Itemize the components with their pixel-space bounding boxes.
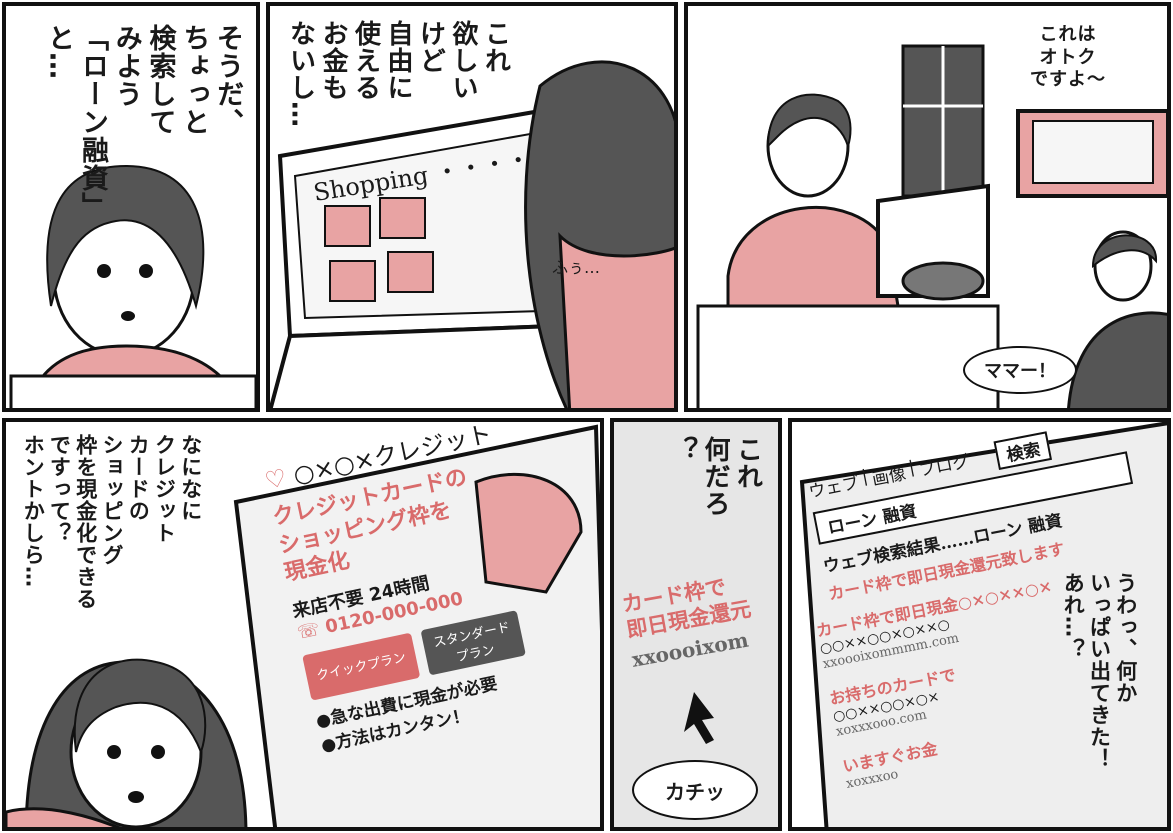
- panel-6-speech: うわっ、何か いっぱい出てきた！ あれ…？: [1060, 572, 1139, 822]
- speech-line: これ: [480, 20, 511, 74]
- tab-images[interactable]: 画像: [870, 464, 908, 491]
- standard-plan-button[interactable]: スタンダード プラン: [420, 609, 526, 676]
- speech-line: 枠を現金化できる: [73, 434, 98, 610]
- child-call-bubble: ママー！: [963, 346, 1077, 394]
- panel-5-click-link: これ 何だろ ？ カード枠で 即日現金還元 xxoooixom カチッ: [610, 418, 782, 831]
- speech-line: これは: [1039, 24, 1097, 45]
- speech-line: ちょっと: [178, 24, 210, 136]
- speech-line: 検索して: [144, 24, 176, 136]
- speech-line: ホントかしら…: [21, 434, 46, 588]
- panel-2-laptop-shopping: Shopping ・・・・ ふぅ… これ 欲しい けど 自由に 使える お金も …: [266, 2, 678, 412]
- speech-line: クレジット: [152, 434, 177, 544]
- panel-5-speech: これ 何だろ ？: [666, 436, 764, 586]
- panel-3-living-room: これは オトク ですよ〜 ママー！: [684, 2, 1171, 412]
- speech-line: ですって？: [47, 434, 72, 544]
- results-list: カード枠で即日現金○×○××○× ○○××○○×○××○ xxoooixommm…: [814, 576, 1054, 792]
- woman-face-illustration: [9, 164, 256, 408]
- panel-4-speech: なになに クレジット カードの ショッピング 枠を現金化できる ですって？ ホン…: [20, 434, 204, 694]
- panel-1-woman-thinking: そうだ、 ちょっと 検索して みよう 「ローン融資」 と…: [2, 2, 260, 412]
- speech-line: みよう: [110, 24, 142, 108]
- speech-line: うわっ、何か: [1113, 572, 1138, 704]
- speech-line: 自由に: [383, 20, 413, 101]
- speech-line: 何だろ: [700, 436, 730, 517]
- speech-line: ですよ〜: [1030, 69, 1106, 90]
- room-illustration: [696, 44, 1167, 408]
- speech-line: いっぱい出てきた！: [1087, 572, 1112, 770]
- panel-6-search-results: ウェブ | 画像 | ブログ 検索 ローン 融資 ウェブ検索結果……ローン 融資…: [788, 418, 1171, 831]
- speech-line: ないし…: [285, 20, 316, 128]
- cursor-arrow-icon: [684, 692, 714, 744]
- panel-2-speech: これ 欲しい けど 自由に 使える お金も ないし…: [284, 20, 512, 160]
- click-sound-bubble: カチッ: [632, 760, 758, 820]
- speech-line: オトク: [1039, 46, 1097, 68]
- click-sound-text: カチッ: [665, 779, 725, 804]
- child-call-text: ママー！: [984, 361, 1056, 382]
- ad-screen-frame: [6, 424, 600, 827]
- speech-line: 「ローン融資」: [77, 24, 108, 220]
- laptop-illustration: [270, 60, 674, 408]
- speech-line: これ: [732, 436, 763, 490]
- speech-line: けど: [415, 20, 446, 74]
- speech-line: ？: [667, 436, 698, 463]
- speech-line: なになに: [178, 434, 203, 522]
- speech-line: 欲しい: [448, 20, 478, 101]
- speech-line: カードの: [126, 434, 151, 522]
- speech-line: そうだ、: [212, 24, 243, 136]
- speech-line: お金も: [318, 20, 348, 101]
- tv-speech: これは オトク ですよ〜: [1030, 24, 1106, 92]
- speech-line: ショッピング: [100, 434, 124, 566]
- panel-4-credit-ad: なになに クレジット カードの ショッピング 枠を現金化できる ですって？ ホン…: [2, 418, 604, 831]
- speech-line: と…: [43, 24, 75, 80]
- heart-icon: ♡: [262, 463, 290, 496]
- panel-1-speech: そうだ、 ちょっと 検索して みよう 「ローン融資」 と…: [42, 24, 245, 234]
- speech-line: 使える: [350, 20, 381, 101]
- tab-divider: |: [906, 457, 917, 479]
- phone-icon: ☏: [295, 618, 322, 644]
- speech-line: あれ…？: [1061, 572, 1086, 660]
- tab-divider: |: [859, 466, 870, 488]
- sigh-text: ふぅ…: [552, 258, 601, 277]
